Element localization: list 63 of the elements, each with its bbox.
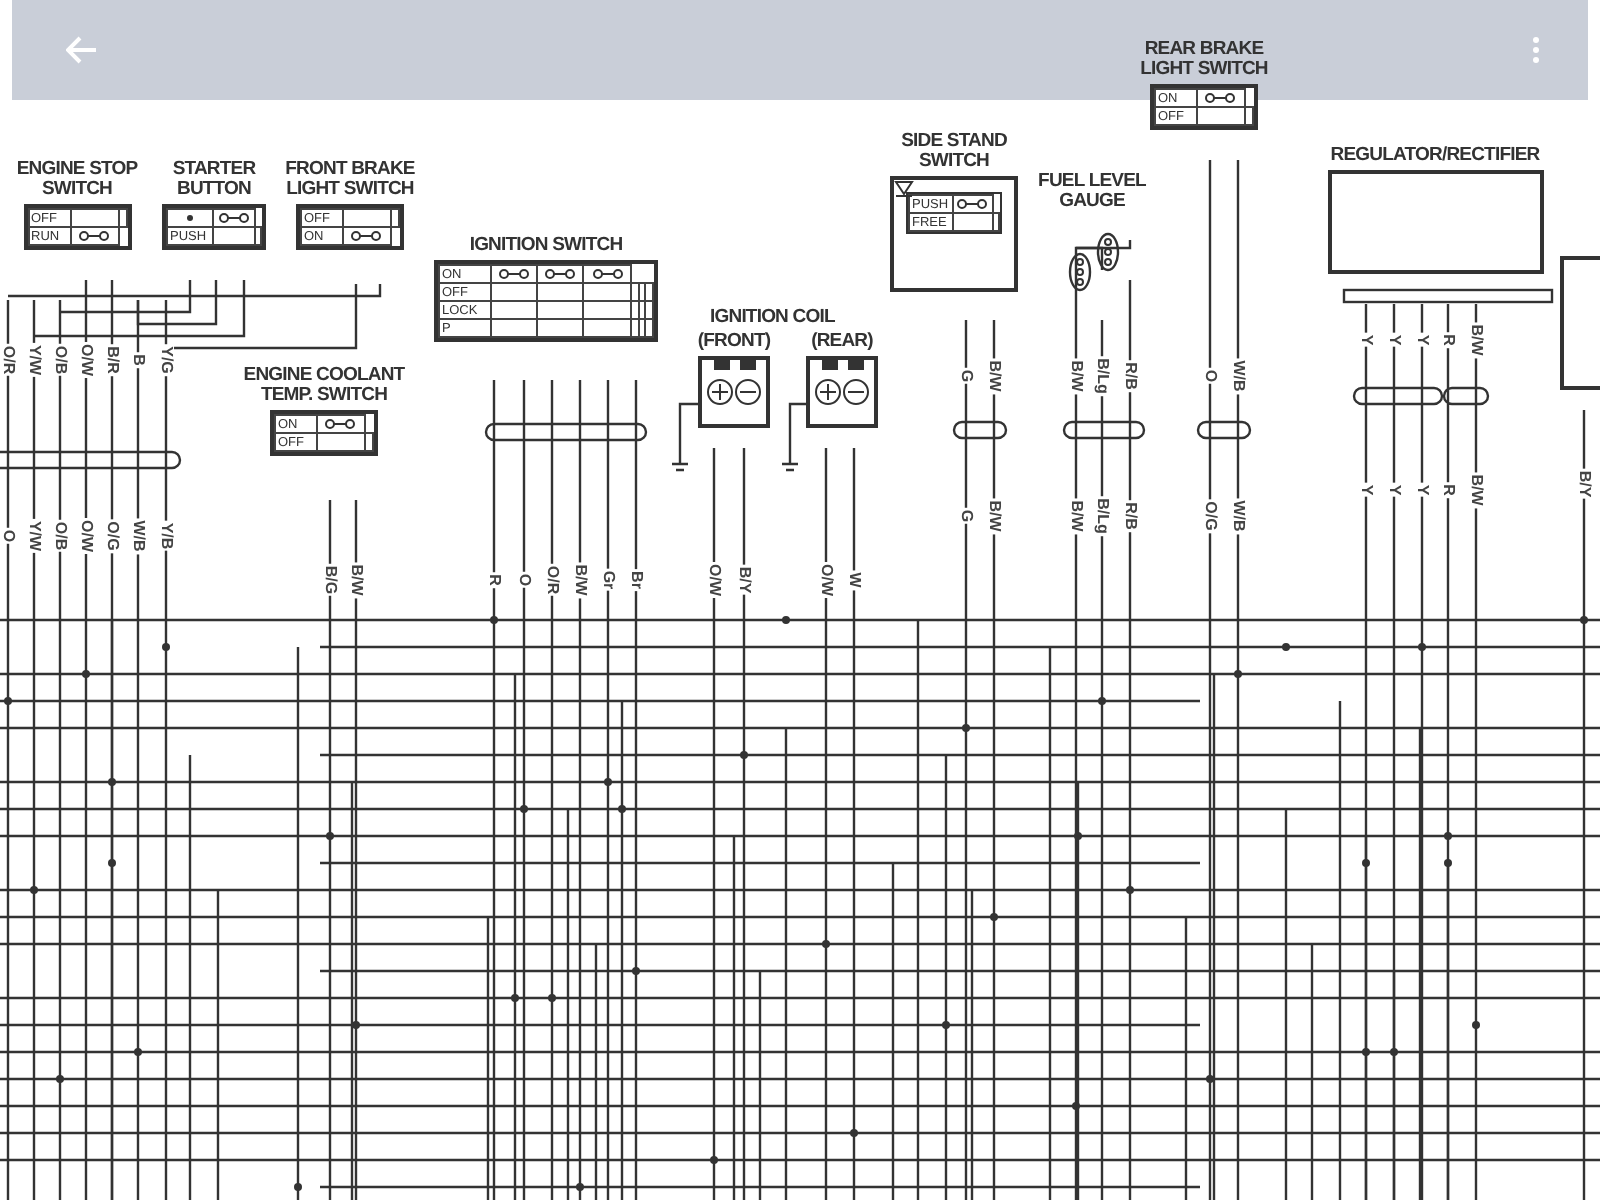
wire-color-label: B/W bbox=[1468, 472, 1484, 508]
wire-color-label: Gr bbox=[600, 568, 616, 592]
component-title: (REAR) bbox=[809, 332, 875, 352]
wire-color-label: Y/W bbox=[26, 518, 42, 554]
wire-color-label: Y bbox=[1386, 482, 1402, 498]
wire-color-label: O bbox=[1202, 367, 1218, 385]
wire-color-label: R/B bbox=[1122, 500, 1138, 532]
wire-color-label: O/B bbox=[52, 519, 68, 553]
wire-color-label: W/B bbox=[1230, 498, 1246, 534]
wire-color-label: O bbox=[516, 571, 532, 589]
wire-color-label: O/G bbox=[1202, 499, 1218, 533]
wire-color-label: W/B bbox=[1230, 358, 1246, 394]
wire-color-label: B/W bbox=[1468, 322, 1484, 358]
wire-color-label: B/W bbox=[986, 498, 1002, 534]
component-title: (FRONT) bbox=[695, 332, 773, 352]
wire-color-label: G bbox=[958, 367, 974, 385]
wire-color-label: B bbox=[130, 352, 146, 368]
wire-color-label: B/Y bbox=[1576, 468, 1592, 500]
wire-color-label: B/Lg bbox=[1094, 496, 1110, 536]
wire-color-label: B/W bbox=[1068, 498, 1084, 534]
component-title: FRONT BRAKE LIGHT SWITCH bbox=[283, 160, 417, 200]
component-title: REAR BRAKE LIGHT SWITCH bbox=[1138, 40, 1270, 80]
wire-color-label: B/Lg bbox=[1094, 356, 1110, 396]
wire-color-label: Y bbox=[1358, 482, 1374, 498]
wire-color-label: R bbox=[1440, 332, 1456, 348]
component-title: STARTER BUTTON bbox=[170, 160, 258, 200]
wire-color-label: O/W bbox=[706, 562, 722, 598]
wire-color-label: O/B bbox=[52, 343, 68, 377]
wire-color-label: O/W bbox=[78, 342, 94, 378]
wire-color-label: O/R bbox=[0, 343, 16, 377]
wire-color-label: R/B bbox=[1122, 360, 1138, 392]
wire-color-label: O/R bbox=[544, 563, 560, 597]
wire-color-label: B/W bbox=[986, 358, 1002, 394]
wire-color-label: B/Y bbox=[736, 564, 752, 596]
component-title: FUEL LEVEL GAUGE bbox=[1036, 172, 1148, 212]
wire-color-label: Y bbox=[1358, 332, 1374, 348]
wire-color-label: Y bbox=[1386, 332, 1402, 348]
wire-color-label: O/W bbox=[818, 562, 834, 598]
wire-color-label: R bbox=[486, 572, 502, 588]
wire-color-label: Y/B bbox=[158, 520, 174, 552]
wire-color-label: W bbox=[846, 570, 862, 590]
wire-color-label: B/G bbox=[322, 563, 338, 597]
wire-color-label: R bbox=[1440, 482, 1456, 498]
wire-color-label: B/W bbox=[572, 562, 588, 598]
component-title: IGNITION COIL bbox=[710, 306, 835, 328]
component-title: REGULATOR/RECTIFIER bbox=[1328, 146, 1542, 166]
wire-color-label: O/W bbox=[78, 518, 94, 554]
component-title: IGNITION SWITCH bbox=[467, 236, 625, 256]
wire-color-label: Y/G bbox=[158, 344, 174, 376]
wire-color-label: W/B bbox=[130, 518, 146, 554]
wire-color-label: Y/W bbox=[26, 342, 42, 378]
wire-color-label: B/W bbox=[348, 562, 364, 598]
wire-color-label: O/G bbox=[104, 519, 120, 553]
wire-color-label: O bbox=[0, 527, 16, 545]
component-title: ENGINE STOP SWITCH bbox=[14, 160, 140, 200]
wire-color-label: B/R bbox=[104, 344, 120, 376]
wire-color-label: Y bbox=[1414, 332, 1430, 348]
wire-color-label: Y bbox=[1414, 482, 1430, 498]
wire-color-label: B/W bbox=[1068, 358, 1084, 394]
component-title: ENGINE COOLANT TEMP. SWITCH bbox=[241, 366, 407, 406]
wire-color-label: Br bbox=[628, 569, 644, 591]
wire-color-label: G bbox=[958, 507, 974, 525]
component-title: SIDE STAND SWITCH bbox=[899, 132, 1009, 172]
